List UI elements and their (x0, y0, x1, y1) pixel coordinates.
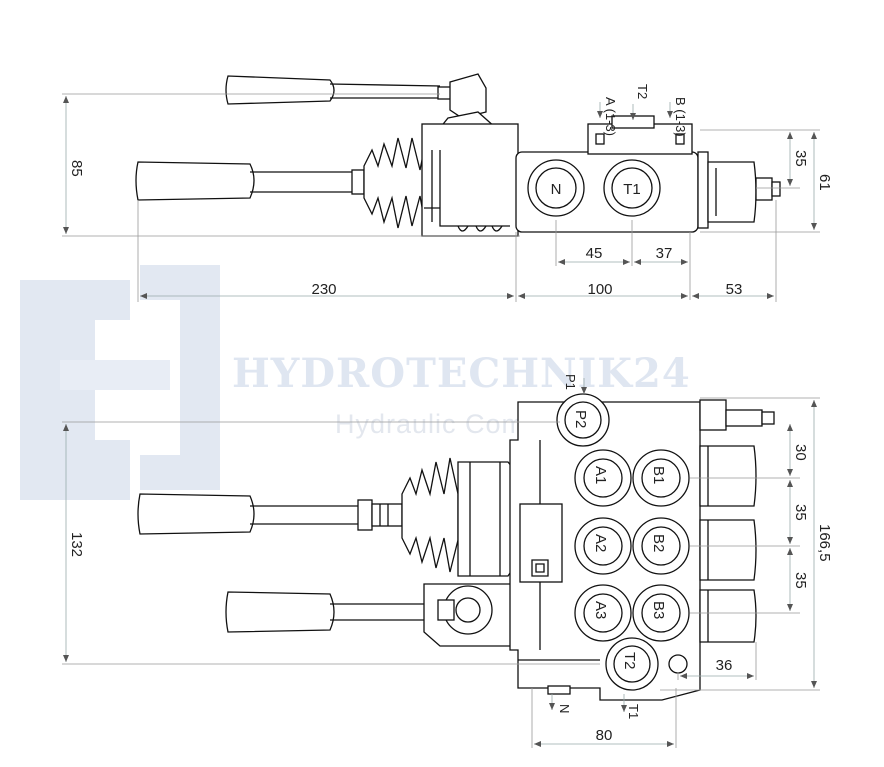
dim-top-spacing-2: 37 (656, 245, 673, 262)
label-port-a3: A3 (592, 601, 609, 619)
label-port-t2: T2 (635, 84, 650, 99)
port-a2 (574, 517, 632, 575)
lever-handle-front-upper (137, 493, 255, 535)
dim-front-section-1: 30 (792, 444, 809, 461)
dim-top-lever-length: 230 (311, 281, 336, 298)
dim-front-width: 80 (596, 727, 613, 744)
port-a3 (574, 584, 632, 642)
label-port-t1-front: T1 (626, 704, 641, 719)
watermark-brand: HYDROTECHNIK24 (232, 350, 691, 397)
label-port-b2: B2 (650, 534, 667, 552)
label-port-b3: B3 (650, 601, 667, 619)
lever-handle-upper (225, 75, 335, 105)
port-a1 (574, 449, 632, 507)
lever-handle-front-lower (225, 591, 335, 633)
dim-top-right-height: 61 (816, 174, 833, 191)
label-port-n: N (551, 181, 562, 198)
lever-housing (421, 123, 519, 237)
dim-front-section-2: 35 (792, 504, 809, 521)
label-port-t2-front: T2 (621, 652, 638, 670)
dim-top-end-cap: 53 (726, 281, 743, 298)
port-b1 (632, 449, 690, 507)
bellows-front (401, 457, 459, 573)
label-port-a: A (1-3) (603, 97, 618, 136)
port-b3 (632, 584, 690, 642)
bellows (363, 137, 431, 229)
label-port-p2: P2 (572, 410, 589, 428)
port-b2 (632, 517, 690, 575)
label-port-n-front: N (557, 704, 572, 713)
dim-front-height-left: 132 (68, 532, 85, 557)
label-port-t1: T1 (623, 181, 641, 198)
dim-top-body-length: 100 (587, 281, 612, 298)
dim-front-bottom-right: 36 (716, 657, 733, 674)
dim-top-height: 85 (68, 160, 85, 177)
label-port-b: B (1-3) (673, 97, 688, 137)
lever-handle-main (135, 161, 255, 201)
front-view: P2 A1 B1 A2 B2 A3 B3 T2 N (62, 374, 833, 748)
label-port-a2: A2 (592, 534, 609, 552)
top-view: N T1 A (1-3) T2 B (1-3) 85 35 61 45 37 (62, 73, 833, 302)
dim-front-height-total: 166,5 (816, 524, 833, 562)
dim-top-spacing-1: 45 (586, 245, 603, 262)
dim-top-right-upper: 35 (792, 150, 809, 167)
watermark-logo (20, 265, 220, 500)
label-port-a1: A1 (592, 466, 609, 484)
label-port-b1: B1 (650, 466, 667, 484)
label-port-p1: P1 (563, 374, 578, 390)
dim-front-section-3: 35 (792, 572, 809, 589)
